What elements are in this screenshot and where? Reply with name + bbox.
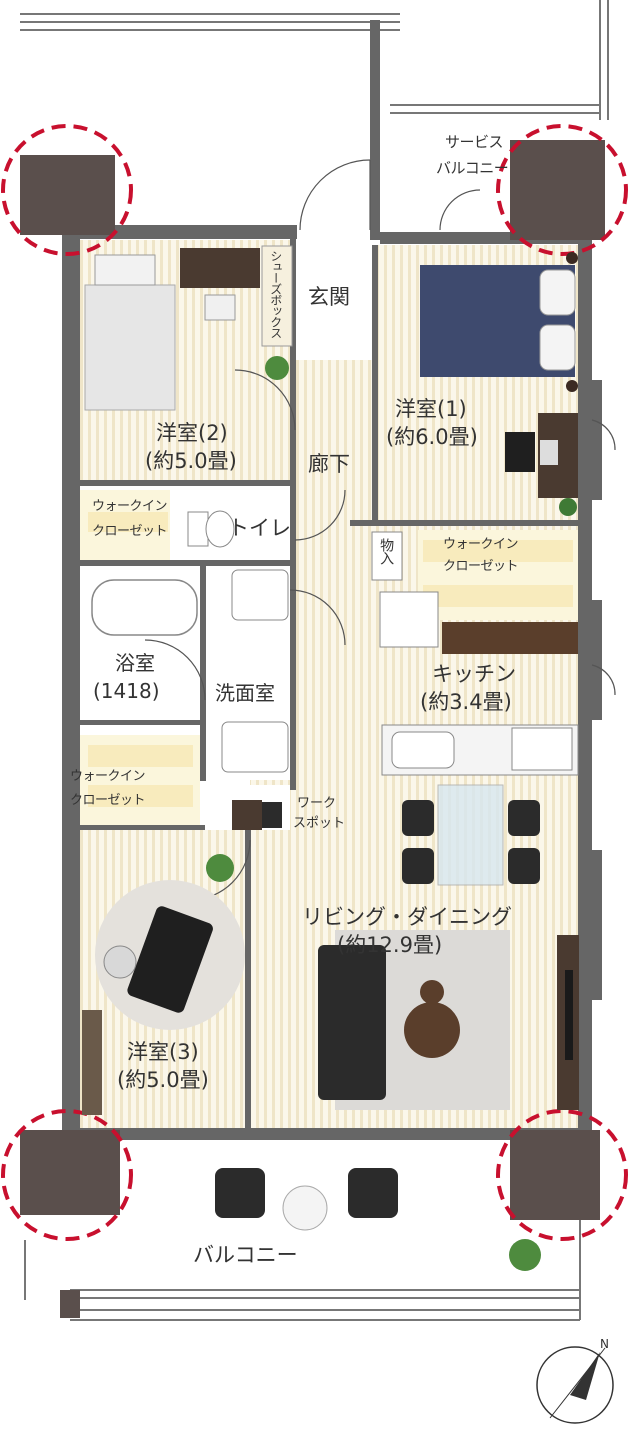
bedroom-3-size: (約5.0畳) <box>117 1068 209 1092</box>
column-sw <box>20 1130 120 1215</box>
hallway-label: 廊下 <box>308 452 350 476</box>
closet-2-label-1: ウォークイン <box>443 537 519 552</box>
column-marker-se <box>496 1109 628 1241</box>
column-marker-sw <box>1 1109 133 1241</box>
washroom-fixtures <box>221 569 289 773</box>
floor-hallway <box>295 360 378 780</box>
shoe-box-label: シューズボックス <box>268 250 283 338</box>
columns <box>20 140 605 1318</box>
bathtub <box>91 579 198 636</box>
closet-1-label-2: クローゼット <box>92 524 168 539</box>
bedroom-1-name: 洋室(1) <box>395 397 467 421</box>
kitchen-name: キッチン <box>432 662 516 686</box>
column-ne <box>510 140 605 240</box>
entrance-label: 玄関 <box>308 285 350 309</box>
ldk-size: (約12.9畳) <box>337 933 443 957</box>
closet-2-label-2: クローゼット <box>443 559 519 574</box>
toilet-label: トイレ <box>228 516 291 540</box>
ldk-name: リビング・ダイニング <box>302 905 512 929</box>
dining-set <box>402 784 540 886</box>
workspot-desk <box>232 800 282 830</box>
compass-icon: N <box>536 1337 614 1424</box>
balcony-furniture <box>215 1168 541 1271</box>
workspot-label-2: スポット <box>293 816 346 831</box>
bathroom-name: 浴室 <box>115 651 155 675</box>
shoe-box <box>261 245 293 347</box>
bedroom-2-size: (約5.0畳) <box>145 449 237 473</box>
closet-3-label-1: ウォークイン <box>70 769 146 784</box>
workspot-label-1: ワーク <box>297 796 337 811</box>
closet-3-label-2: クローゼット <box>70 793 146 808</box>
kitchen-fixtures <box>379 591 579 776</box>
storage-label: 物入 <box>378 538 395 564</box>
living-furniture <box>318 930 579 1110</box>
bed <box>420 252 578 392</box>
column-marker-ne <box>496 124 628 256</box>
walls <box>62 20 602 1145</box>
column-marker-nw <box>1 124 133 256</box>
storage-closet <box>371 531 403 581</box>
compass-north-label: N <box>600 1337 609 1351</box>
bedroom-1-size: (約6.0畳) <box>386 425 478 449</box>
bedroom-3-name: 洋室(3) <box>127 1040 199 1064</box>
column-se <box>510 1130 600 1220</box>
column-nw <box>20 155 115 235</box>
column-markers <box>1 124 628 1241</box>
bathroom-size: (1418) <box>93 679 160 703</box>
column-small <box>60 1290 80 1318</box>
washroom-label: 洗面室 <box>215 681 275 705</box>
toilet-fixture <box>187 510 235 548</box>
service-balcony-label-2: バルコニー <box>436 159 509 177</box>
closet-hangers <box>88 512 573 807</box>
bedroom-2-furniture <box>84 248 289 411</box>
kitchen-size: (約3.4畳) <box>420 690 512 714</box>
bedroom-2-name: 洋室(2) <box>156 421 228 445</box>
closet-1-label-1: ウォークイン <box>92 499 168 514</box>
balcony-label: バルコニー <box>193 1243 298 1267</box>
bedroom-3-furniture <box>82 854 245 1115</box>
service-balcony-label-1: サービス <box>445 133 504 151</box>
desk-bedroom-1 <box>505 413 578 516</box>
floor-entrance <box>295 240 370 355</box>
